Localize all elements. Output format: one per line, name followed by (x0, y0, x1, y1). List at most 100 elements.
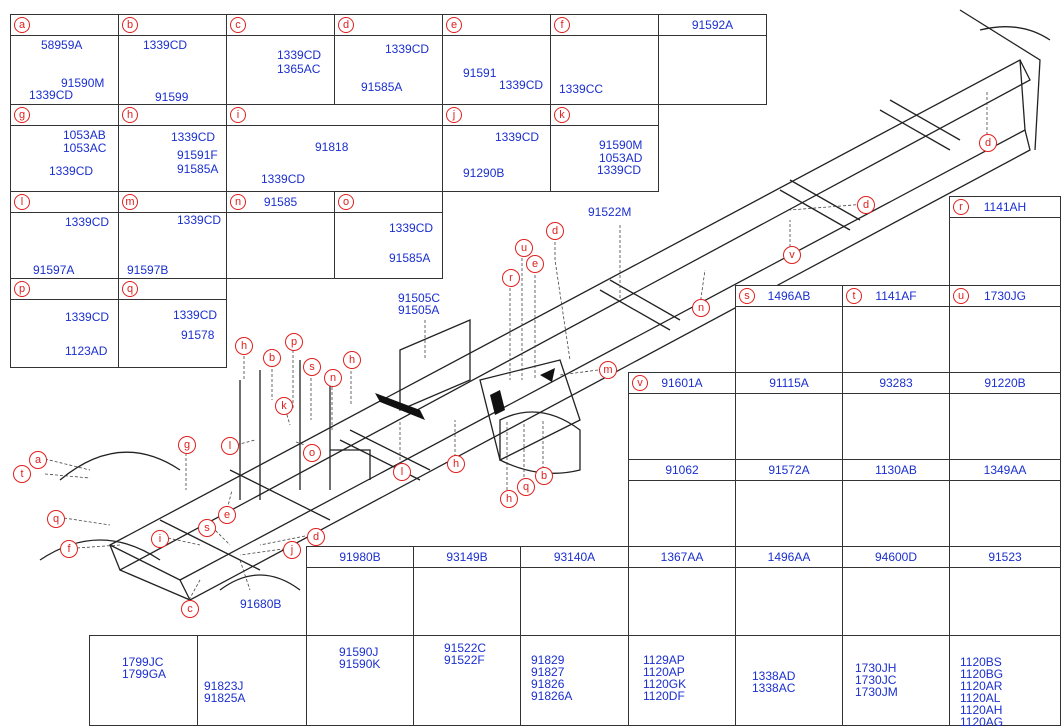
cell-k: k 91590M 1053AD 1339CD (550, 104, 659, 192)
part-number: 91590K (339, 657, 381, 671)
part-number: 1120AG (960, 715, 1004, 727)
cell-bottom-4: 91522C 91522F (413, 635, 521, 726)
part-number: 58959A (41, 38, 83, 52)
cell-1130AB: 1130AB (842, 459, 950, 547)
part-number: 1730JM (855, 685, 898, 699)
part-number: 91826 (531, 677, 565, 691)
callout: l (393, 463, 411, 481)
part-number: 91825A (204, 691, 246, 705)
part-number: 91578 (181, 328, 215, 342)
callout: i (151, 530, 169, 548)
part-number: 91823J (204, 679, 244, 693)
cell-bottom-5: 91829 91827 91826 91826A (520, 635, 629, 726)
callout: n (692, 299, 710, 317)
part-number: 1339CD (65, 215, 110, 229)
callout: a (29, 451, 47, 469)
callout: s (303, 358, 321, 376)
part-number: 1339CD (597, 163, 642, 177)
callout: d (546, 222, 564, 240)
callout: b (535, 467, 553, 485)
part-number: 1339CD (385, 42, 430, 56)
callout: s (198, 519, 216, 537)
callout: d (979, 134, 997, 152)
callout: l (221, 437, 239, 455)
cell-c: c 1339CD 1365AC (226, 14, 335, 105)
part-number: 1339CD (277, 48, 322, 62)
cell-93283: 93283 (842, 372, 950, 460)
part-number: 1123AD (65, 344, 108, 358)
cell-91572A: 91572A (735, 459, 843, 547)
callout: h (235, 337, 253, 355)
callout: g (178, 436, 196, 454)
callout: h (343, 351, 361, 369)
part-number: 1120AH (960, 703, 1003, 717)
cell-1496AA: 1496AA (735, 546, 843, 636)
callout: v (783, 246, 801, 264)
part-number: 91591F (177, 148, 218, 162)
callout: t (13, 465, 31, 483)
part-number: 1120AL (960, 691, 1001, 705)
callout: d (307, 528, 325, 546)
part-number: 1338AC (752, 681, 796, 695)
frame-part-number: 91505A (398, 303, 440, 317)
cell-bottom-8: 1730JH 1730JC 1730JM (842, 635, 950, 726)
part-number: 91585A (177, 162, 219, 176)
part-number: 1339CD (49, 164, 94, 178)
callout: c (181, 600, 199, 618)
cell-1367AA: 1367AA (628, 546, 736, 636)
part-number: 91597B (127, 263, 169, 277)
part-number: 1338AD (752, 669, 796, 683)
cell-bottom-2: 91823J 91825A (197, 635, 307, 726)
part-number: 1339CD (389, 221, 434, 235)
part-number: 1339CD (65, 310, 110, 324)
callout: r (502, 269, 520, 287)
part-number: 1120AP (643, 665, 685, 679)
callout: e (218, 506, 236, 524)
cell-g: g 1053AB 1053AC 1339CD (10, 104, 119, 192)
part-number: 1339CD (499, 78, 544, 92)
cell-bottom-3: 91590J 91590K (306, 635, 414, 726)
part-number: 91599 (155, 90, 189, 104)
callout: j (283, 541, 301, 559)
frame-part-number: 91522M (588, 205, 632, 219)
part-number: 91522F (444, 653, 485, 667)
callout: e (526, 255, 544, 273)
frame-part-number: 91505C (398, 291, 441, 305)
part-number: 1053AB (63, 128, 106, 142)
part-number: 1339CD (143, 38, 188, 52)
cell-bottom-7: 1338AD 1338AC (735, 635, 843, 726)
callout: o (303, 444, 321, 462)
frame-part-number: 91680B (240, 597, 282, 611)
callout: n (324, 369, 342, 387)
cell-93140A: 93140A (520, 546, 629, 636)
callout: f (60, 540, 78, 558)
callout: h (500, 490, 518, 508)
part-number: 91290B (463, 166, 505, 180)
cell-j: j 1339CD 91290B (442, 104, 551, 192)
part-number: 1730JC (855, 673, 897, 687)
cell-91115A: 91115A (735, 372, 843, 460)
cell-f: f 1339CC (550, 14, 659, 105)
callout: q (47, 510, 65, 528)
part-number: 91829 (531, 653, 565, 667)
part-number: 1120BG (960, 667, 1004, 681)
cell-bottom-6: 1129AP 1120AP 1120GK 1120DF (628, 635, 736, 726)
part-number: 1339CD (29, 88, 74, 102)
cell-p: p 1339CD 1123AD (10, 278, 119, 368)
part-number: 1730JH (855, 661, 897, 675)
cell-m: m 1339CD 91597B (118, 191, 227, 279)
part-number: 91590M (599, 138, 643, 152)
part-number: 1799GA (122, 667, 167, 681)
part-number: 91522C (444, 641, 487, 655)
cell-h: h 1339CD 91591F 91585A (118, 104, 227, 192)
part-number: 91591 (463, 66, 497, 80)
part-number: 1339CD (173, 308, 218, 322)
part-number: 91590J (339, 645, 379, 659)
part-number: 1339CC (559, 82, 604, 96)
cell-91062: 91062 (628, 459, 736, 547)
part-number: 1339CD (261, 172, 306, 186)
